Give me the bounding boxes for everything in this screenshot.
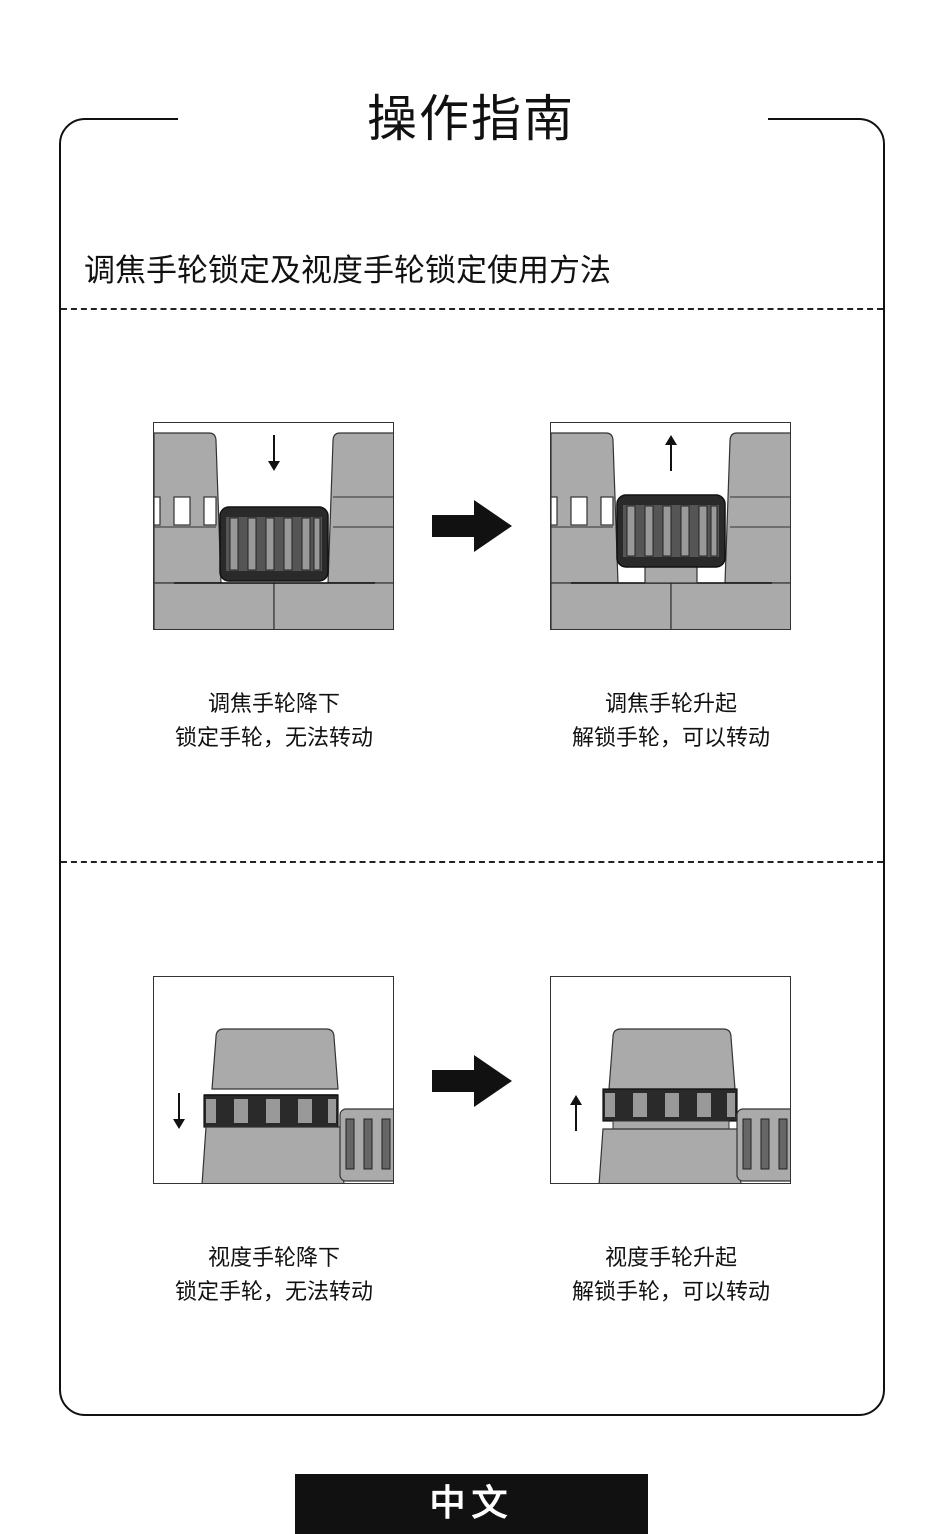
page-title: 操作指南 [367,90,575,148]
language-badge: 中文 [295,1474,648,1534]
caption-line-1: 调焦手轮升起 [604,692,737,717]
caption-line-2: 锁定手轮，无法转动 [174,726,373,751]
focus-lowered-caption: 调焦手轮降下 锁定手轮，无法转动 [124,688,424,756]
down-arrow-icon [173,1093,185,1129]
diopter-wheel-lowered-illustration [153,976,394,1184]
up-arrow-icon [665,435,677,471]
dashed-divider-middle [61,861,883,863]
caption-line-1: 视度手轮降下 [207,1246,340,1271]
focus-wheel-lowered-illustration [153,422,394,630]
title-gap [178,108,768,130]
focus-raised-caption: 调焦手轮升起 解锁手轮，可以转动 [521,688,821,756]
caption-line-1: 视度手轮升起 [604,1246,737,1271]
guide-frame [59,118,885,1416]
language-label: 中文 [429,1483,514,1524]
diopter-raised-caption: 视度手轮升起 解锁手轮，可以转动 [521,1242,821,1310]
section-subtitle: 调焦手轮锁定及视度手轮锁定使用方法 [84,253,611,289]
down-arrow-icon [268,435,280,471]
diopter-lowered-caption: 视度手轮降下 锁定手轮，无法转动 [124,1242,424,1310]
caption-line-2: 解锁手轮，可以转动 [571,1280,770,1305]
focus-wheel-raised-illustration [550,422,791,630]
up-arrow-icon [570,1095,582,1131]
caption-line-2: 解锁手轮，可以转动 [571,726,770,751]
dashed-divider-top [61,308,883,310]
right-arrow-icon [432,1055,514,1107]
diopter-wheel-raised-illustration [550,976,791,1184]
caption-line-1: 调焦手轮降下 [207,692,340,717]
right-arrow-icon [432,500,514,552]
caption-line-2: 锁定手轮，无法转动 [174,1280,373,1305]
